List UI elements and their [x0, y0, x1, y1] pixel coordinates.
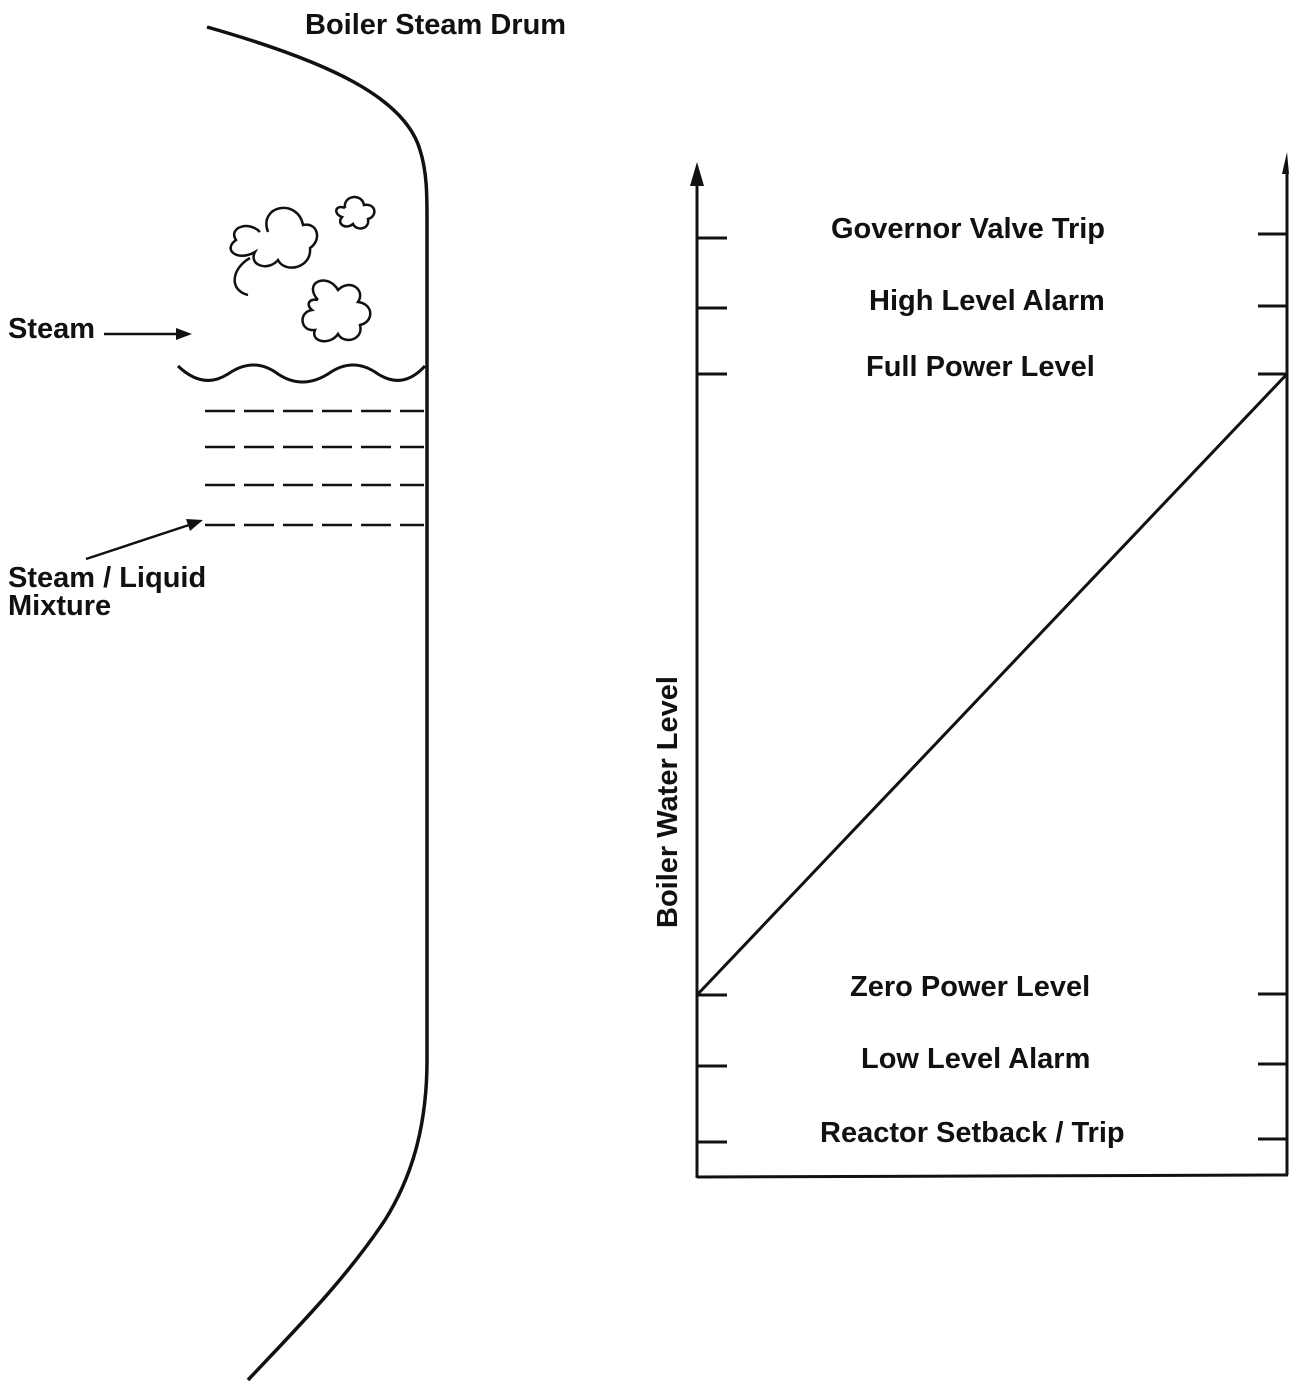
y-axis-label: Boiler Water Level	[652, 676, 684, 928]
left-axis-arrow	[690, 162, 704, 186]
level-label-reactor-setback-trip: Reactor Setback / Trip	[820, 1117, 1125, 1149]
level-label-high-level-alarm: High Level Alarm	[869, 285, 1105, 317]
level-label-full-power-level: Full Power Level	[866, 351, 1095, 383]
level-label-zero-power-level: Zero Power Level	[850, 971, 1090, 1003]
steam-arrow-head	[176, 328, 192, 340]
water-surface	[176, 363, 427, 384]
mixture-arrow-head	[186, 519, 203, 531]
steam-cloud-large	[229, 206, 319, 269]
level-ticks	[697, 232, 1287, 1144]
mixture-label-line2: Mixture	[8, 590, 111, 622]
drum-title: Boiler Steam Drum	[305, 9, 566, 41]
level-label-governor-valve-trip: Governor Valve Trip	[831, 213, 1105, 245]
level-program-line	[695, 372, 1289, 997]
steam-cloud-large-lower	[233, 256, 251, 297]
steam-drum: Boiler Steam Drum Steam Steam / Liquid M…	[8, 9, 566, 1382]
right-axis-arrow	[1282, 152, 1289, 174]
mixture-label-line1: Steam / Liquid	[8, 562, 206, 594]
mixture-lines	[205, 409, 424, 527]
mixture-arrow-shaft	[85, 522, 193, 561]
drum-wall	[206, 25, 429, 1382]
steam-clouds	[229, 195, 376, 343]
steam-label: Steam	[8, 313, 95, 345]
steam-cloud-small	[335, 195, 376, 230]
level-label-low-level-alarm: Low Level Alarm	[861, 1043, 1090, 1075]
steam-cloud-medium	[301, 279, 372, 343]
bottom-axis	[696, 1173, 1289, 1179]
level-graph: Boiler Water Level Governor Valve Trip H…	[652, 152, 1289, 1179]
